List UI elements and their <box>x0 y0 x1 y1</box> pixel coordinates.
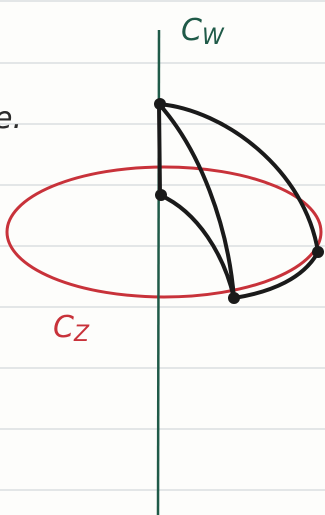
right-point <box>312 246 324 258</box>
bottom-point <box>228 292 240 304</box>
cw-label: CW <box>181 13 225 50</box>
base-arc <box>232 250 320 300</box>
axis-segment <box>157 102 162 197</box>
left-arc <box>158 193 236 300</box>
ruled-lines <box>0 0 325 491</box>
outer-arc <box>157 102 320 254</box>
spherical-figure <box>157 102 320 300</box>
top-point <box>154 98 166 110</box>
vertices <box>154 98 324 304</box>
mid-point <box>155 189 167 201</box>
cz-ellipse <box>5 165 323 299</box>
middle-arc <box>157 102 236 300</box>
cz-label: CZ <box>53 310 90 347</box>
margin-fragment-label: e. <box>0 101 22 136</box>
